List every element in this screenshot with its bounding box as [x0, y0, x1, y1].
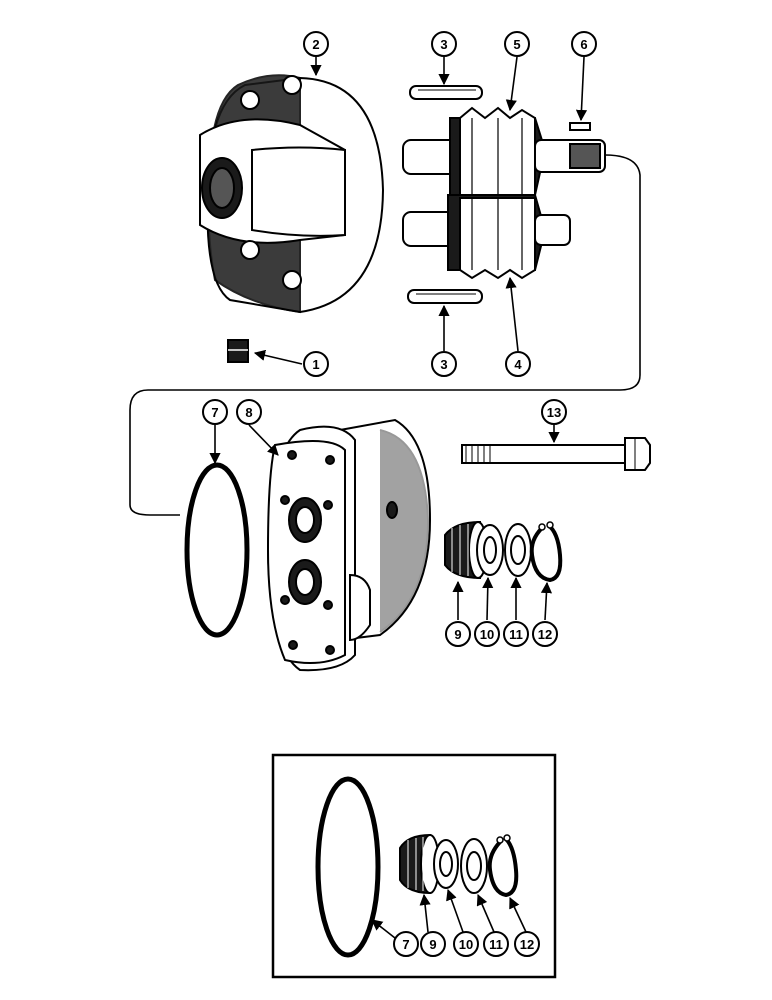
callout-13: 13: [541, 399, 567, 425]
callout-label: 10: [459, 937, 473, 952]
callout-3-lower: 3: [431, 351, 457, 377]
callout-label: 2: [312, 37, 319, 52]
callout-label: 7: [211, 405, 218, 420]
dowel-pin-lower: [407, 289, 483, 304]
callout-label: 1: [312, 357, 319, 372]
callout-label: 7: [402, 937, 409, 952]
callout-label: 11: [489, 937, 503, 952]
callout-6: 6: [571, 31, 597, 57]
callout-11: 11: [503, 621, 529, 647]
callout-8: 8: [236, 399, 262, 425]
leader-lines-inset: [371, 888, 527, 939]
drive-gear: [402, 106, 606, 196]
thrust-washer: [476, 524, 504, 576]
long-bolt: [461, 437, 651, 471]
pump-body-housing: [199, 74, 385, 314]
small-key: [227, 339, 249, 363]
callout-label: 8: [245, 405, 252, 420]
callout-label: 4: [514, 357, 522, 372]
callout-7: 7: [202, 399, 228, 425]
callout-9: 9: [445, 621, 471, 647]
snap-ring: [529, 521, 563, 583]
callout-label: 3: [440, 37, 447, 52]
inset-needle-bearing: [399, 833, 440, 895]
callout-1: 1: [303, 351, 329, 377]
inset-o-ring: [315, 776, 381, 958]
callout-10: 10: [474, 621, 500, 647]
inset-snap-ring: [487, 834, 519, 898]
callout-label: 5: [513, 37, 520, 52]
seal-washer: [504, 523, 532, 577]
callout-label: 10: [480, 627, 494, 642]
inset-seal-washer: [460, 838, 488, 894]
callout-label: 3: [440, 357, 447, 372]
front-cover-flange: [266, 418, 432, 672]
callout-label: 6: [580, 37, 587, 52]
callout-label: 12: [520, 937, 534, 952]
callout-label: 9: [429, 937, 436, 952]
callout-label: 12: [538, 627, 552, 642]
inset-callout-10: 10: [453, 931, 479, 957]
leader-lines-main: [209, 56, 588, 621]
inset-callout-9: 9: [420, 931, 446, 957]
assembly-path-line: [129, 154, 641, 516]
dowel-pin-upper: [409, 85, 483, 100]
inset-callout-11: 11: [483, 931, 509, 957]
callout-label: 13: [547, 405, 561, 420]
inset-callout-12: 12: [514, 931, 540, 957]
inset-thrust-washer: [433, 839, 459, 889]
callout-label: 9: [454, 627, 461, 642]
callout-3-upper: 3: [431, 31, 457, 57]
callout-5: 5: [504, 31, 530, 57]
callout-12: 12: [532, 621, 558, 647]
callout-2: 2: [303, 31, 329, 57]
inset-callout-7: 7: [393, 931, 419, 957]
callout-4: 4: [505, 351, 531, 377]
shaft-key: [569, 122, 591, 131]
inset-seal-kit-box: 7 9 10 11 12: [271, 753, 557, 979]
o-ring-seal: [184, 462, 250, 638]
driven-gear: [402, 194, 571, 280]
callout-label: 11: [509, 627, 523, 642]
